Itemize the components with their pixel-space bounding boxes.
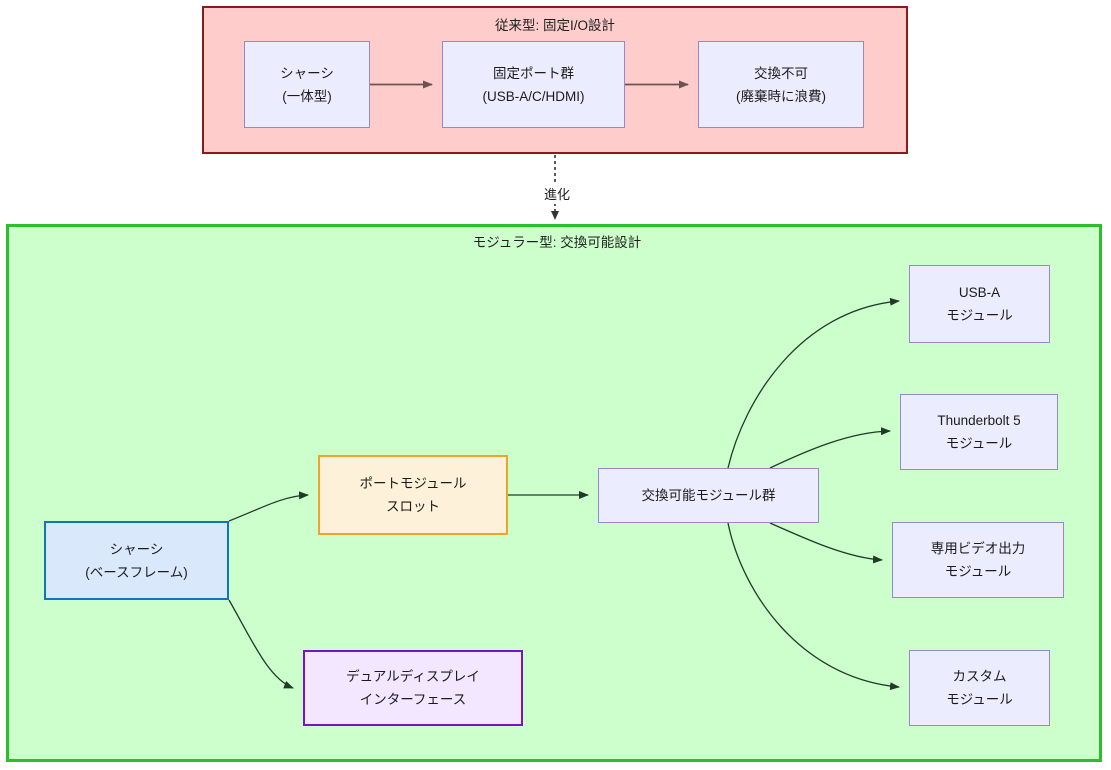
node-custom-module[interactable]: カスタム モジュール: [909, 650, 1050, 726]
node-video-out-module[interactable]: 専用ビデオ出力 モジュール: [892, 522, 1064, 598]
node-fixed-ports[interactable]: 固定ポート群 (USB-A/C/HDMI): [442, 41, 625, 128]
node-thunderbolt-module[interactable]: Thunderbolt 5 モジュール: [900, 394, 1058, 470]
cluster-legacy-title: 従来型: 固定I/O設計: [494, 18, 615, 33]
node-legacy-chassis[interactable]: シャーシ (一体型): [244, 41, 370, 128]
node-non-swappable[interactable]: 交換不可 (廃棄時に浪費): [698, 41, 864, 128]
node-usb-a-module[interactable]: USB-A モジュール: [909, 265, 1050, 343]
node-swappable-module-group[interactable]: 交換可能モジュール群: [598, 468, 819, 523]
edge-label-evolution: 進化: [512, 183, 602, 204]
cluster-modular-title-text: モジュラー型: 交換可能設計: [472, 235, 642, 250]
node-dual-display-interface[interactable]: デュアルディスプレイ インターフェース: [303, 650, 523, 726]
cluster-modular-title: モジュラー型: 交換可能設計: [9, 233, 1105, 252]
node-port-module-slot[interactable]: ポートモジュール スロット: [318, 455, 508, 535]
node-base-chassis[interactable]: シャーシ (ベースフレーム): [44, 521, 229, 600]
